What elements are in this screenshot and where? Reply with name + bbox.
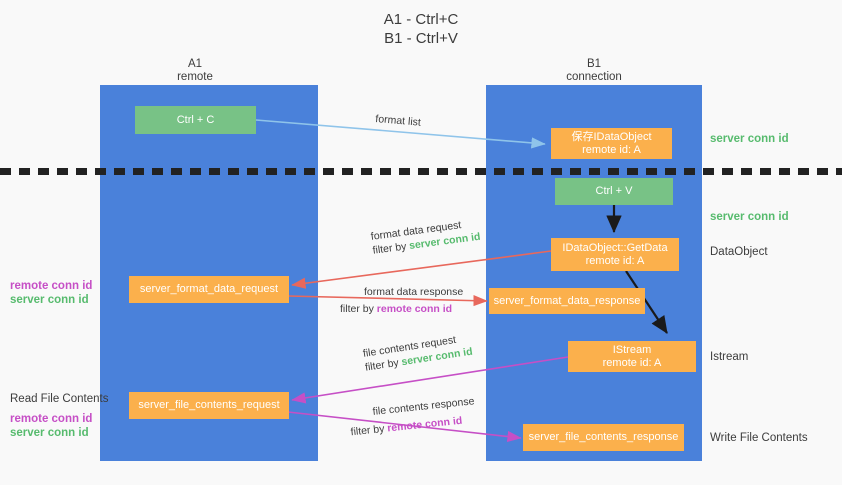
node-getdata-line2: remote id: A xyxy=(585,254,645,267)
node-getdata-line1: IDataObject::GetData xyxy=(562,241,668,254)
annotation-server-conn-id-mid: server conn id xyxy=(710,211,789,223)
annotation-istream: Istream xyxy=(710,351,749,363)
annotation-server-conn-id-top: server conn id xyxy=(710,133,789,145)
node-ctrl-c-label: Ctrl + C xyxy=(176,113,215,126)
flow-label-format-data-response-line1: format data response xyxy=(364,286,464,298)
annotation-left-server-conn-id-1: server conn id xyxy=(10,294,89,306)
title-line-2: B1 - Ctrl+V xyxy=(384,30,458,47)
flow-label-format-data-response-filter-prefix: filter by xyxy=(340,303,377,315)
node-istream-line2: remote id: A xyxy=(602,356,662,369)
node-ctrl-v[interactable]: Ctrl + V xyxy=(555,178,673,205)
node-server-format-data-request-label: server_format_data_request xyxy=(139,283,279,295)
flow-label-file-contents-response-filter-prefix: filter by xyxy=(350,422,388,439)
annotation-read-file-contents: Read File Contents xyxy=(10,393,109,405)
node-server-format-data-response-label: server_format_data_response xyxy=(493,294,641,307)
title-line-1: A1 - Ctrl+C xyxy=(383,11,459,28)
flow-label-format-data-response-line2: filter by remote conn id xyxy=(340,302,463,316)
annotation-write-file-contents: Write File Contents xyxy=(710,432,808,444)
node-istream[interactable]: IStream remote id: A xyxy=(568,341,696,372)
flow-label-format-list: format list xyxy=(374,112,422,129)
node-server-file-contents-request[interactable]: server_file_contents_request xyxy=(129,392,289,419)
annotation-dataobject: DataObject xyxy=(710,246,768,258)
flow-label-file-contents-response-filter-value: remote conn id xyxy=(386,414,463,435)
lane-b1-sub: connection xyxy=(566,71,622,83)
node-save-idataobject-line2: remote id: A xyxy=(582,143,641,156)
node-server-file-contents-request-label: server_file_contents_request xyxy=(138,399,280,411)
node-server-file-contents-response[interactable]: server_file_contents_response xyxy=(523,424,684,451)
node-save-idataobject[interactable]: 保存IDataObject remote id: A xyxy=(551,128,672,159)
lane-a1-name: A1 xyxy=(187,58,203,70)
node-idataobject-getdata[interactable]: IDataObject::GetData remote id: A xyxy=(551,238,679,271)
phase-divider xyxy=(0,168,842,175)
node-ctrl-v-label: Ctrl + V xyxy=(595,185,633,197)
node-server-file-contents-response-label: server_file_contents_response xyxy=(528,431,679,443)
annotation-left-remote-conn-id-2: remote conn id xyxy=(10,413,93,425)
node-save-idataobject-line1: 保存IDataObject xyxy=(571,130,652,143)
annotation-left-remote-conn-id-1: remote conn id xyxy=(10,280,93,292)
lane-b1-name: B1 xyxy=(586,58,602,70)
node-server-format-data-response[interactable]: server_format_data_response xyxy=(489,288,645,314)
lane-header-a1: A1 remote xyxy=(130,58,260,84)
flow-label-format-data-response: format data response filter by remote co… xyxy=(340,285,464,316)
lane-header-b1: B1 connection xyxy=(529,58,659,84)
flow-label-format-data-response-filter-value: remote conn id xyxy=(376,303,453,315)
page-title: A1 - Ctrl+C B1 - Ctrl+V xyxy=(0,10,842,48)
lane-a1-sub: remote xyxy=(177,71,213,83)
flow-label-format-data-request: format data request filter by server con… xyxy=(370,216,481,258)
flow-label-file-contents-request-filter-prefix: filter by xyxy=(364,356,403,374)
flow-label-file-contents-response: file contents response filter by remote … xyxy=(350,394,477,438)
node-istream-line1: IStream xyxy=(612,343,652,356)
node-ctrl-c[interactable]: Ctrl + C xyxy=(135,106,256,134)
annotation-left-server-conn-id-2: server conn id xyxy=(10,427,89,439)
flow-label-file-contents-response-line2: filter by remote conn id xyxy=(350,412,477,439)
flow-label-format-data-request-filter-prefix: filter by xyxy=(371,240,410,257)
flow-label-file-contents-request: file contents request filter by server c… xyxy=(362,331,474,375)
node-server-format-data-request[interactable]: server_format_data_request xyxy=(129,276,289,303)
